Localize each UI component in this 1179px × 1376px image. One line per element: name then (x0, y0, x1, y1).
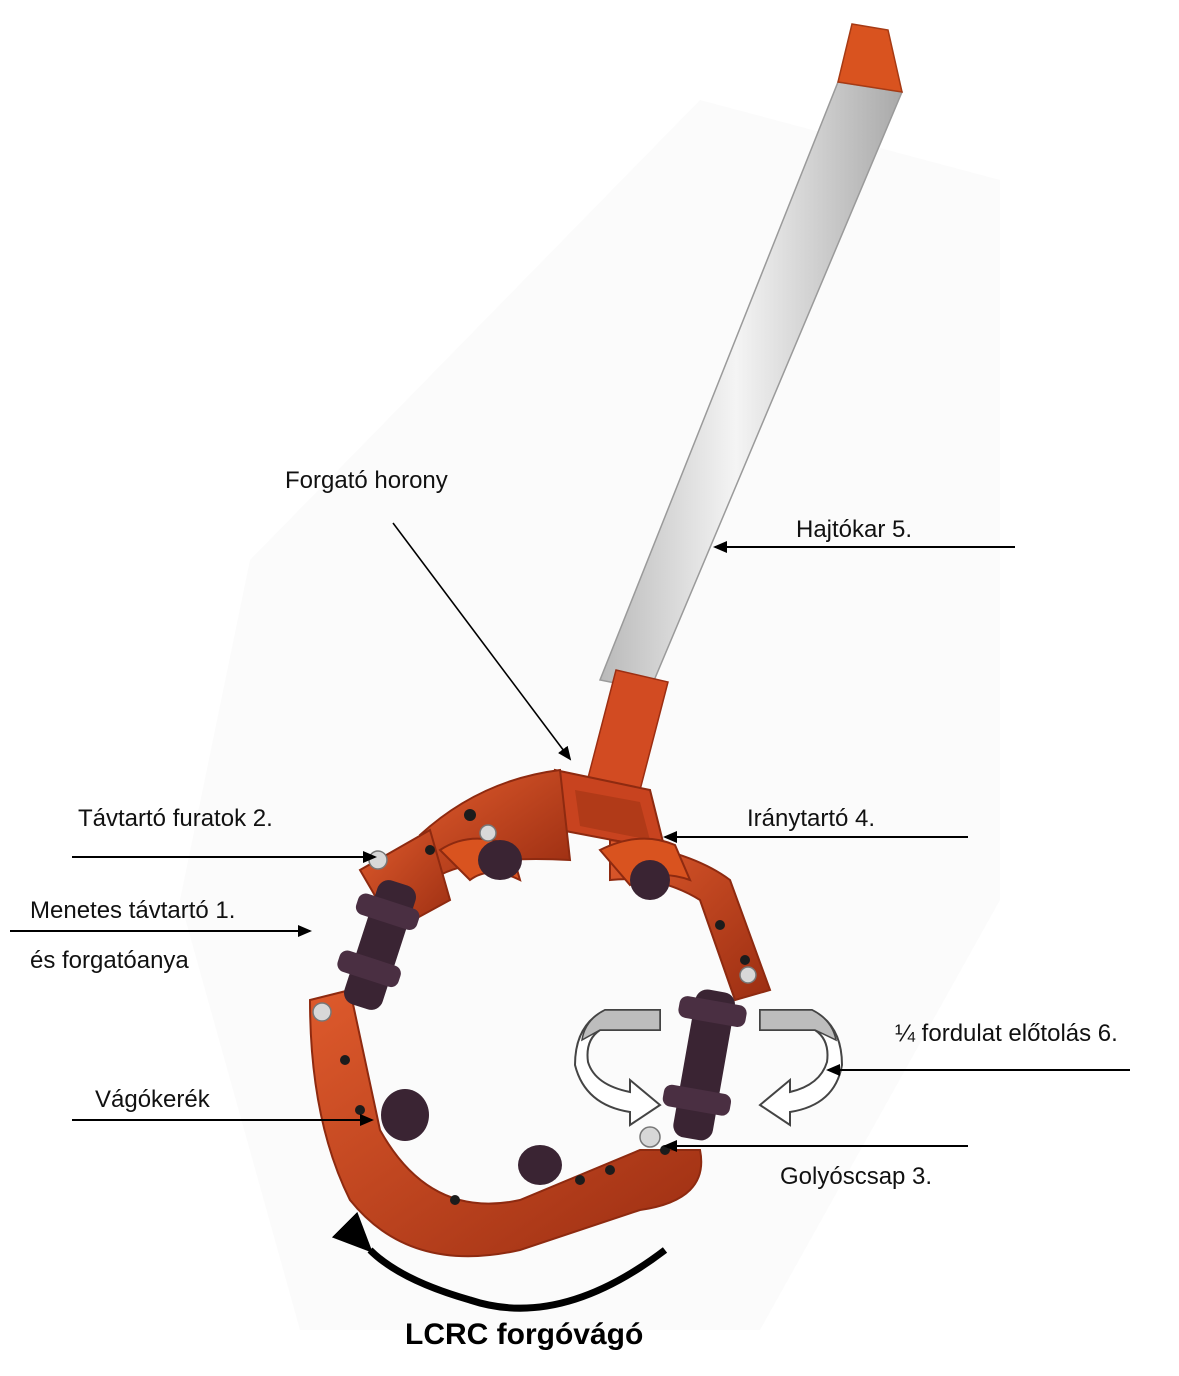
label-es-forgatoanya: és forgatóanya (30, 947, 189, 975)
label-iranytarto: Iránytartó 4. (747, 805, 875, 833)
label-fordulat-elotolas: ¼ fordulat előtolás 6. (895, 1020, 1118, 1048)
label-tavtarto-furatok: Távtartó furatok 2. (78, 805, 273, 833)
label-golyoscsap: Golyóscsap 3. (780, 1163, 932, 1191)
label-hajtokar: Hajtókar 5. (796, 516, 912, 544)
label-forgato-horony: Forgató horony (285, 467, 448, 495)
diagram-caption: LCRC forgóvágó (405, 1318, 643, 1352)
label-vagokerek: Vágókerék (95, 1086, 210, 1114)
label-menetes-tavtarto: Menetes távtartó 1. (30, 897, 235, 925)
